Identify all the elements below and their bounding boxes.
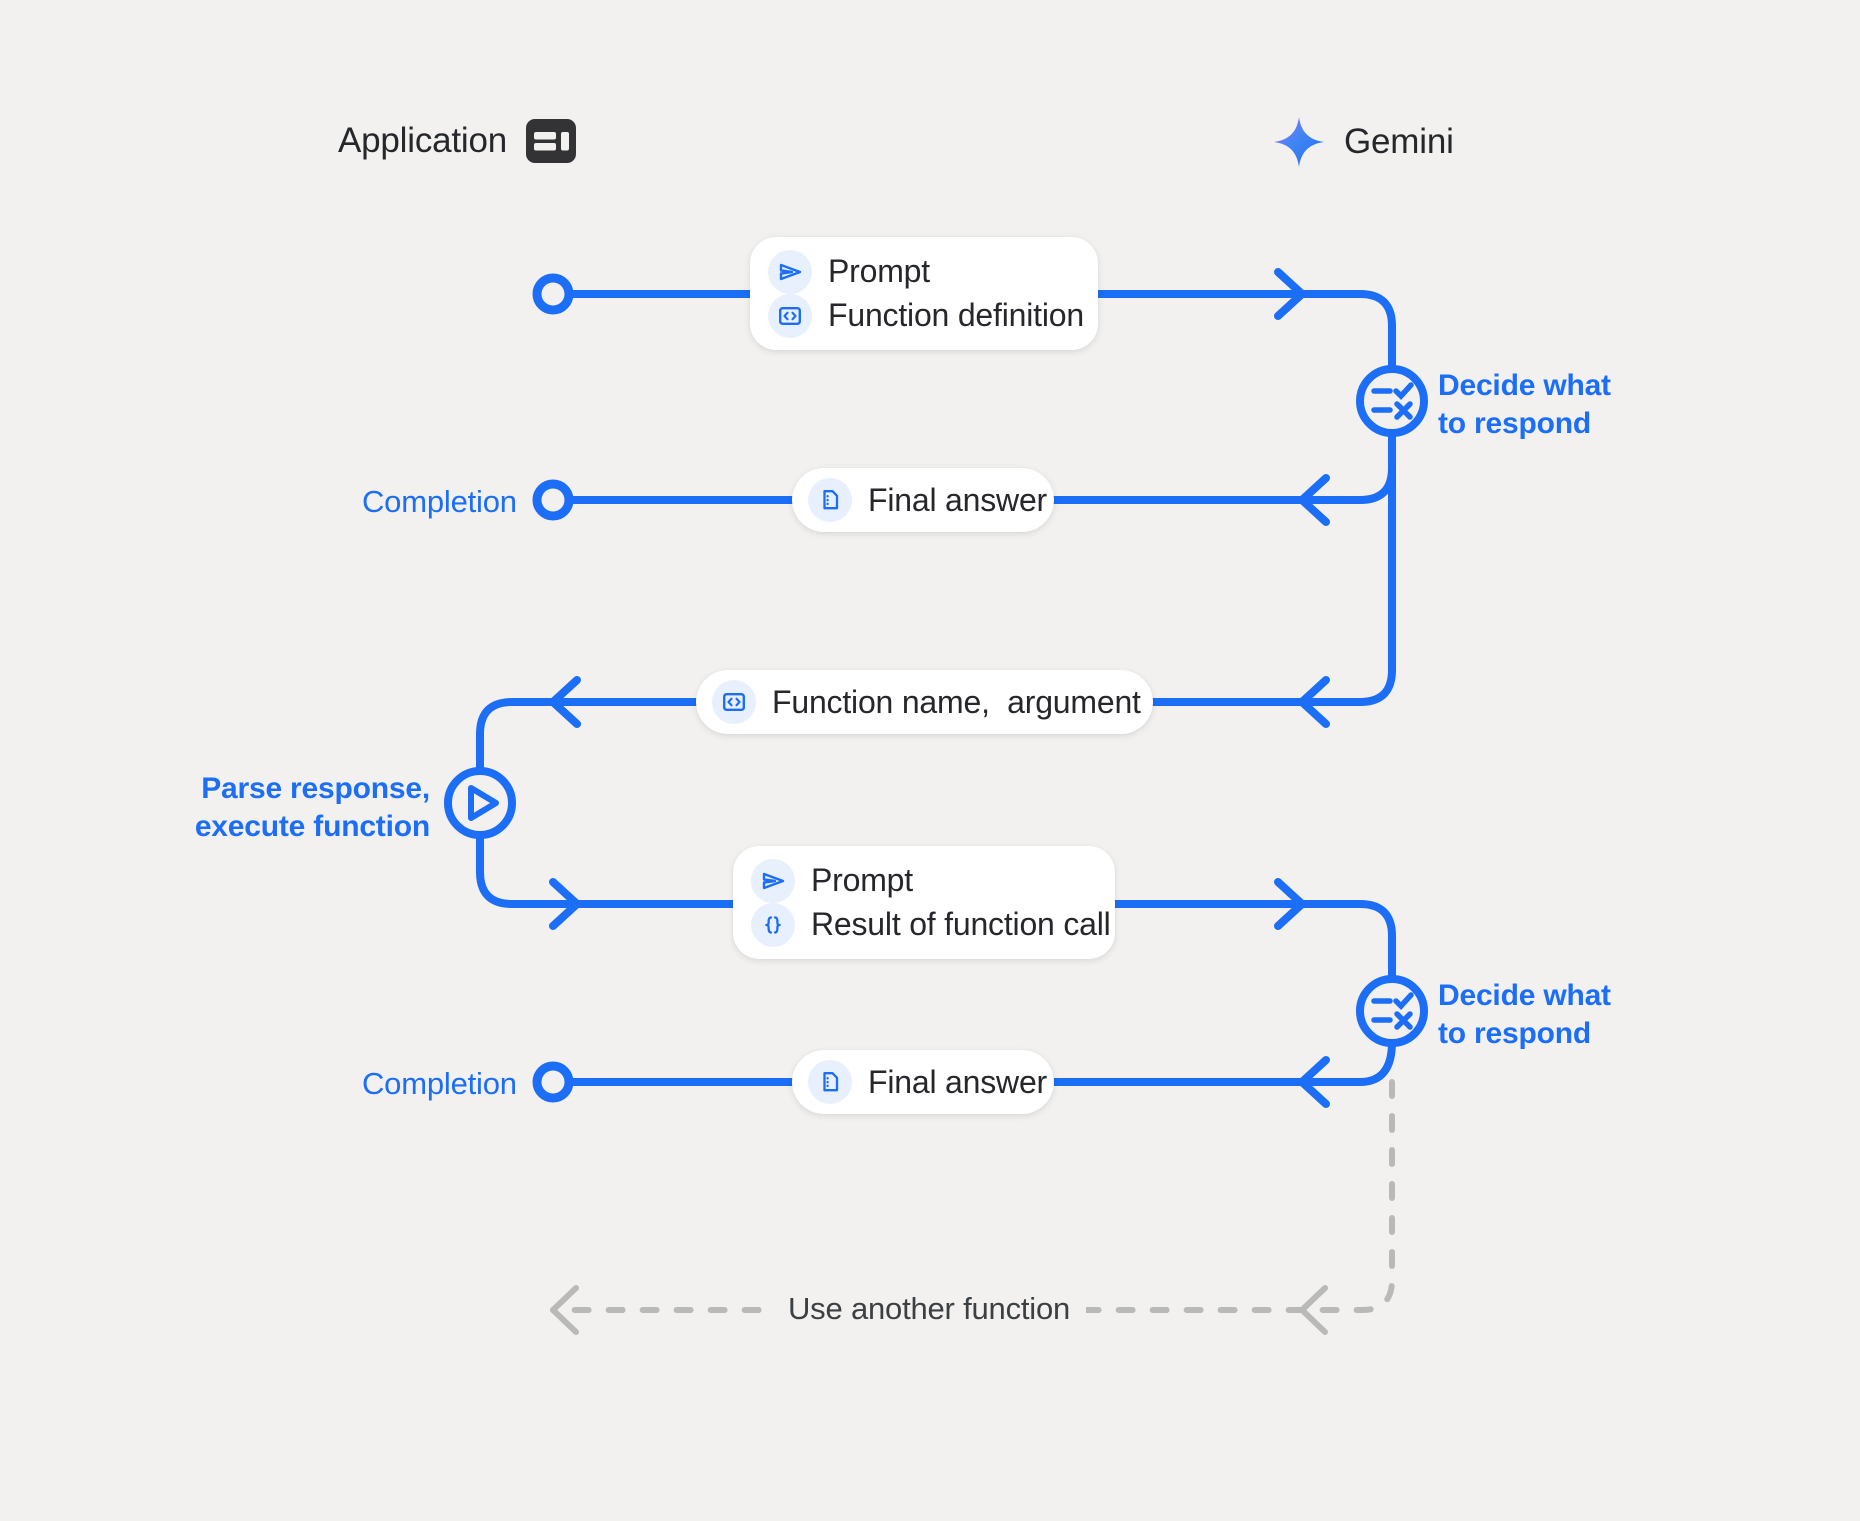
label-use-another-function: Use another function: [772, 1291, 1087, 1327]
connector-parse-loop: [476, 698, 557, 776]
bubble-row-label: Function definition: [828, 297, 1084, 333]
connector-gemini-spine-top-2: [1296, 900, 1396, 984]
message-bubble-final-answer-1[interactable]: Final answer: [792, 468, 1054, 532]
bubble-row-label: Prompt: [811, 862, 913, 898]
annotation-line-2: to respond: [1438, 1017, 1591, 1051]
message-bubble-final-answer-2[interactable]: Final answer: [792, 1050, 1054, 1114]
annotation-line-2: execute function: [194, 810, 430, 844]
gemini-sparkle-icon: [1272, 115, 1326, 169]
curly-braces-icon: [751, 902, 795, 947]
arrowhead-to-app-2: [1298, 1056, 1330, 1108]
bubble-row: Prompt: [768, 249, 1068, 294]
bubble-row: Prompt: [751, 858, 1085, 903]
bubble-row: Final answer: [808, 1060, 1047, 1104]
bubble-row-label: Function name, argument: [772, 683, 1141, 720]
loop-arrowheads: [550, 1285, 1328, 1335]
process-node-decide-2: [1356, 975, 1428, 1047]
connector-gemini-spine-top: [1296, 290, 1396, 374]
arrowhead-to-gemini-2: [1274, 878, 1306, 930]
send-prompt-icon: [751, 858, 795, 903]
endpoint-circle-completion-1: [532, 479, 574, 521]
connector-final-answer-2: [549, 1038, 1396, 1086]
annotation-line-1: Decide what: [1438, 369, 1611, 402]
message-bubble-function-call[interactable]: Function name, argument: [696, 670, 1153, 734]
application-layout-icon: [525, 118, 577, 164]
bubble-row: Result of function call: [751, 902, 1111, 947]
message-bubble-request-2[interactable]: Prompt Result of function call: [733, 846, 1115, 959]
code-brackets-icon: [712, 680, 756, 724]
document-icon: [808, 1060, 852, 1104]
annotation-line-1: Decide what: [1438, 979, 1611, 1012]
loop-dashed-path: [550, 1079, 1395, 1313]
arrowhead-to-app-1: [1298, 474, 1330, 526]
arrowhead-to-app-fn: [1298, 676, 1330, 728]
bubble-row-label: Result of function call: [811, 906, 1111, 942]
bubble-row: Function definition: [768, 293, 1084, 338]
annotation-line-1: Parse response,: [201, 772, 430, 805]
send-prompt-icon: [768, 249, 812, 294]
annotation-decide-1: Decide what to respond: [1438, 367, 1611, 443]
process-node-decide-1: [1356, 365, 1428, 437]
bubble-row-label: Final answer: [868, 1063, 1048, 1100]
actor-application-label: Application: [338, 121, 508, 160]
bubble-row: Final answer: [808, 478, 1047, 522]
endpoint-circle-start: [532, 273, 574, 315]
connector-final-answer-1: [549, 464, 1396, 504]
message-bubble-request-1[interactable]: Prompt Function definition: [750, 237, 1098, 350]
actor-gemini-label: Gemini: [1344, 122, 1454, 161]
bubble-row-label: Final answer: [868, 481, 1048, 518]
label-completion-1: Completion: [362, 484, 517, 519]
actor-application-header: Application: [338, 118, 577, 164]
arrowhead-app-out-2: [549, 878, 581, 930]
bubble-row: Function name, argument: [712, 680, 1141, 724]
label-completion-2: Completion: [362, 1066, 517, 1101]
actor-gemini-header: Gemini: [1272, 115, 1454, 169]
endpoint-circle-completion-2: [532, 1061, 574, 1103]
connector-gemini-spine-1: [1296, 428, 1396, 706]
process-node-parse-execute: [444, 767, 516, 839]
annotation-line-2: to respond: [1438, 407, 1591, 441]
annotation-decide-2: Decide what to respond: [1438, 977, 1611, 1053]
annotation-parse-execute: Parse response, execute function: [180, 770, 430, 846]
arrowhead-to-gemini-1: [1274, 268, 1306, 320]
document-icon: [808, 478, 852, 522]
connector-parse-loop-lower: [476, 830, 557, 908]
code-brackets-icon: [768, 293, 812, 338]
arrowhead-fn-into-app: [549, 676, 581, 728]
bubble-row-label: Prompt: [828, 253, 930, 289]
